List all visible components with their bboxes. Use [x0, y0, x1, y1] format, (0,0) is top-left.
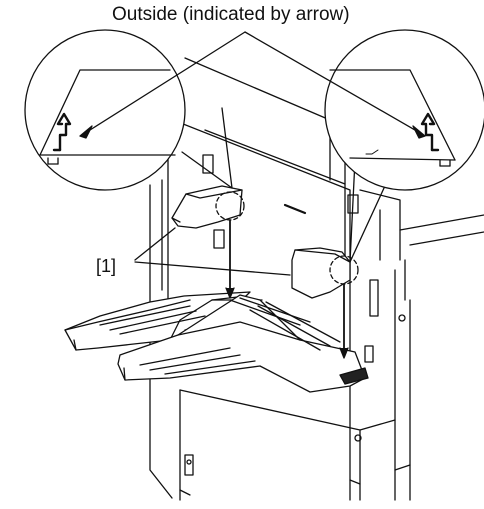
- upper-tray: [117, 294, 369, 393]
- right-magnifier: [324, 29, 484, 263]
- lower-tray: [64, 291, 263, 351]
- left-magnifier: [24, 29, 233, 191]
- left-holder-part: [171, 185, 245, 299]
- ref-label: [1]: [96, 256, 117, 276]
- caption-text: Outside (indicated by arrow): [112, 4, 350, 25]
- right-holder-part: [291, 247, 359, 359]
- caption-arrows: [79, 31, 426, 139]
- ref-leader-lines: [134, 227, 291, 276]
